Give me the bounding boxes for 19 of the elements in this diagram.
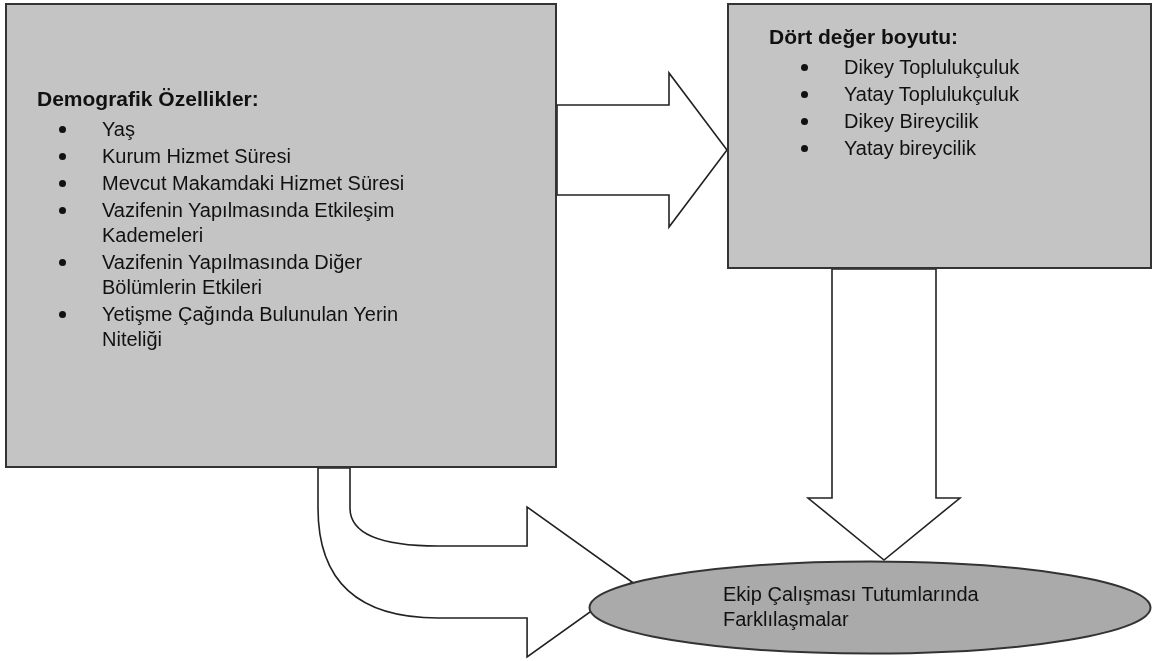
outcome-text: Ekip Çalışması Tutumlarında Farklılaşmalar bbox=[723, 582, 980, 632]
block-arrow bbox=[556, 70, 728, 230]
list-item: Yatay bireycilik bbox=[844, 136, 977, 161]
list-item: Yatay Toplulukçuluk bbox=[844, 82, 1020, 107]
list-item: Dikey Bireycilik bbox=[844, 109, 980, 134]
box-heading: Demografik Özellikler: bbox=[37, 87, 260, 111]
list-item: Yetişme Çağında Bulunulan Yerin Niteliği bbox=[102, 302, 400, 352]
list-item: Yaş bbox=[102, 117, 136, 142]
block-arrow bbox=[805, 268, 963, 562]
list-item: Mevcut Makamdaki Hizmet Süresi bbox=[102, 171, 406, 196]
process-box bbox=[727, 3, 1152, 269]
list-item: Dikey Toplulukçuluk bbox=[844, 55, 1021, 80]
list-item: Vazifenin Yapılmasında Diğer Bölümlerin Etkileri bbox=[102, 250, 364, 300]
list-item: Kurum Hizmet Süresi bbox=[102, 144, 292, 169]
process-box bbox=[5, 3, 557, 468]
list-item: Vazifenin Yapılmasında Etkileşim Kademeleri bbox=[102, 198, 396, 248]
block-arrow bbox=[317, 467, 633, 658]
outcome-ellipse bbox=[588, 560, 1152, 655]
box-heading: Dört değer boyutu: bbox=[769, 25, 959, 49]
